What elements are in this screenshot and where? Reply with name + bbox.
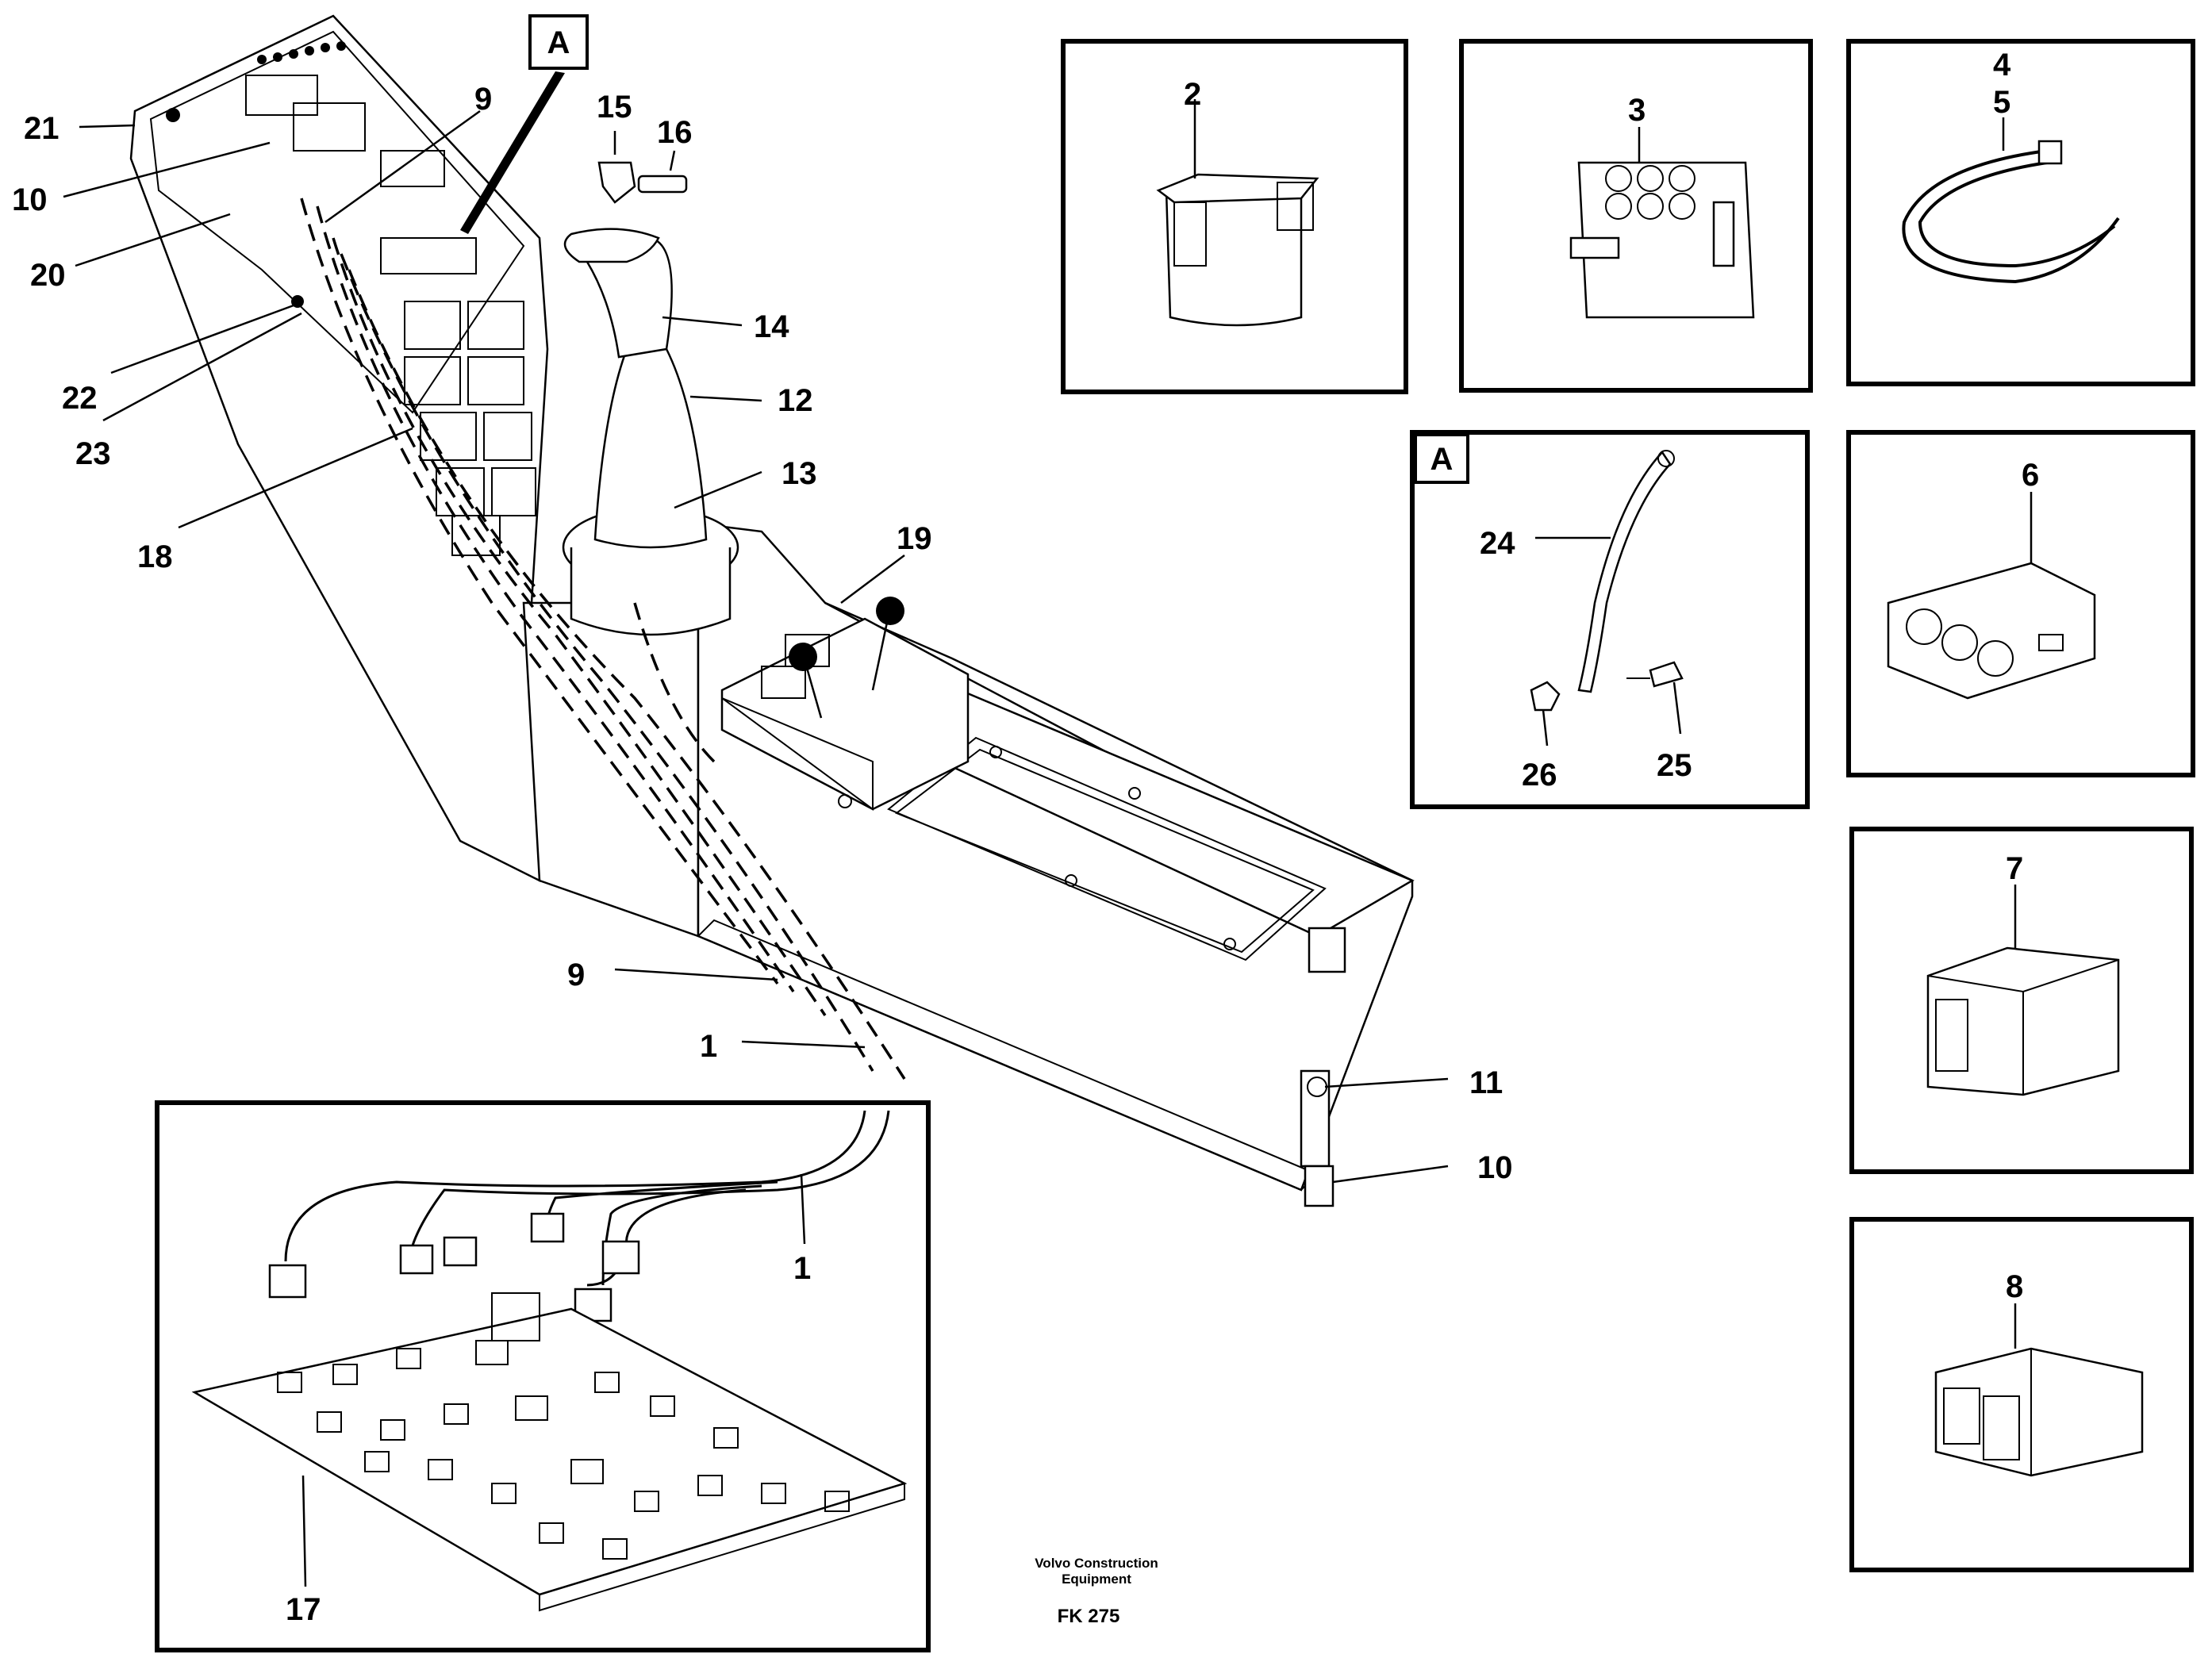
detail-box-7	[1849, 827, 2194, 1174]
callout-9-bottom: 9	[567, 958, 585, 992]
detail-badge-a-inset: A	[1414, 433, 1469, 484]
callout-13: 13	[781, 456, 817, 491]
callout-10-top: 10	[12, 182, 48, 217]
callout-11: 11	[1469, 1065, 1503, 1100]
callout-15: 15	[597, 90, 632, 125]
callout-1-inset: 1	[793, 1251, 811, 1286]
callout-19: 19	[897, 521, 932, 556]
connector-3-drawing	[1569, 161, 1755, 319]
svg-text:A: A	[547, 25, 570, 60]
callout-7: 7	[2006, 851, 2023, 886]
console-housing	[522, 522, 1415, 1192]
callout-9-top: 9	[474, 82, 492, 117]
detail-box-3	[1459, 39, 1813, 393]
harness-and-board-drawing	[191, 1110, 908, 1612]
callout-24: 24	[1480, 526, 1515, 561]
instrument-panel	[129, 14, 549, 883]
detail-box-A	[1410, 430, 1810, 809]
callout-22: 22	[62, 381, 98, 416]
callout-20: 20	[30, 258, 66, 293]
callout-14: 14	[754, 309, 789, 344]
cable-harness	[300, 198, 906, 1080]
credit-line-1: Volvo Construction	[1035, 1556, 1158, 1571]
callout-4: 4	[1993, 48, 2011, 83]
detail-box-4-5	[1846, 39, 2195, 386]
detail-box-harness	[155, 1100, 931, 1652]
ground-strap-drawing	[1530, 450, 1684, 712]
callout-16: 16	[657, 115, 693, 150]
detail-badge-a: A	[528, 14, 589, 70]
callout-18: 18	[137, 539, 173, 574]
callout-3: 3	[1628, 93, 1646, 128]
callout-25: 25	[1657, 748, 1692, 783]
knob-and-pin	[597, 161, 688, 204]
svg-text:A: A	[1431, 442, 1454, 477]
credit-line-2: Equipment	[1062, 1572, 1131, 1587]
connector-8-drawing	[1934, 1347, 2144, 1477]
detail-box-2	[1061, 39, 1408, 394]
bracket	[1300, 1069, 1334, 1207]
detail-box-6	[1846, 430, 2195, 777]
callout-17: 17	[286, 1592, 321, 1627]
callout-10-bottom: 10	[1477, 1150, 1513, 1185]
callout-1-main: 1	[700, 1029, 717, 1064]
detail-box-8	[1849, 1217, 2194, 1572]
callout-21: 21	[24, 111, 60, 146]
joystick	[562, 228, 739, 636]
connector-2-drawing	[1156, 173, 1319, 327]
figure-code: FK 275	[1058, 1606, 1120, 1627]
connector-6-drawing	[1887, 562, 2096, 700]
connector-7-drawing	[1926, 946, 2120, 1096]
callout-2: 2	[1184, 77, 1201, 112]
callout-8: 8	[2006, 1269, 2023, 1304]
callout-23: 23	[75, 436, 111, 471]
callout-5: 5	[1993, 85, 2010, 120]
cable-tie-drawing	[1902, 140, 2120, 284]
callout-26: 26	[1522, 758, 1557, 793]
leader-lines	[63, 71, 2033, 1587]
callout-12: 12	[778, 383, 813, 418]
callout-6: 6	[2022, 458, 2039, 493]
